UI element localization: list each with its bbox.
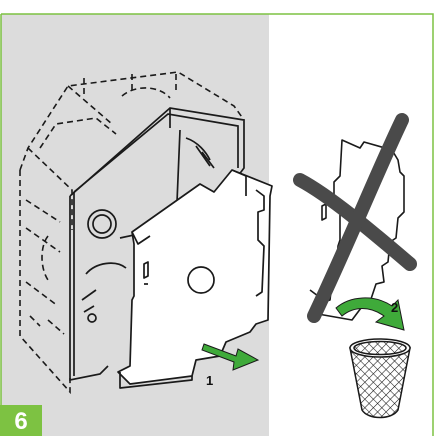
protective-insert bbox=[117, 169, 273, 389]
box-frame bbox=[69, 107, 245, 382]
cross-out-icon bbox=[293, 113, 417, 323]
curved-arrow-icon bbox=[335, 297, 405, 331]
waste-bin-icon bbox=[349, 338, 411, 419]
arrow-right-icon bbox=[201, 343, 260, 371]
callout-1: 1 bbox=[206, 373, 214, 388]
callout-2: 2 bbox=[391, 300, 399, 315]
frame-line bbox=[1, 13, 434, 436]
mounting-box bbox=[19, 71, 245, 395]
step-number-badge: 6 bbox=[0, 405, 42, 436]
